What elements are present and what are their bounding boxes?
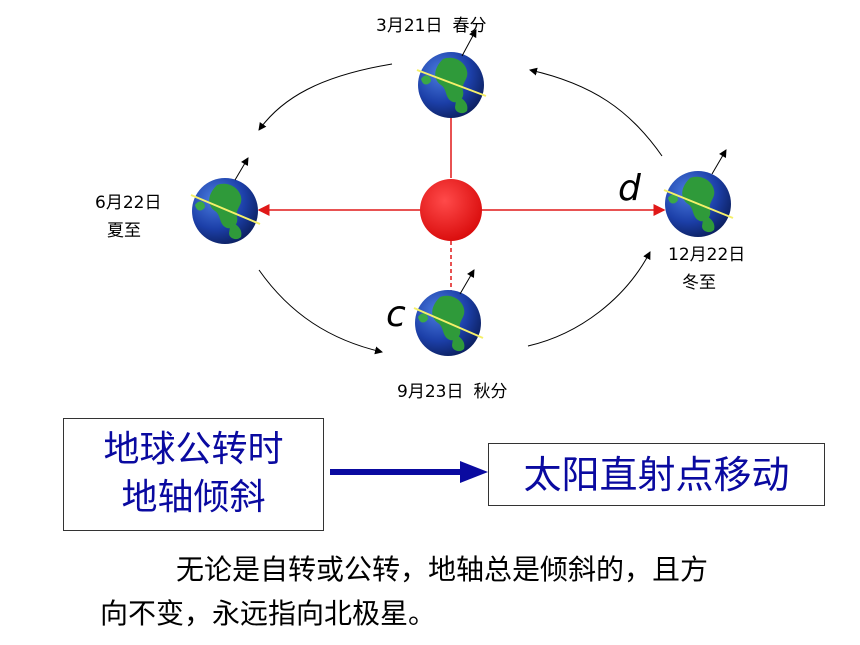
point-label-c: c [386, 294, 406, 335]
label-winter-term: 冬至 [682, 273, 716, 293]
earth-autumn [413, 269, 484, 356]
label-winter-date: 12月22日 [668, 245, 745, 265]
effect-box: 太阳直射点移动 [488, 443, 825, 506]
axis-arrow-icon [459, 269, 475, 295]
label-summer-term: 夏至 [107, 221, 141, 241]
label-spring: 3月21日春分 [376, 16, 486, 36]
orbit-arrow-top-left [258, 63, 393, 131]
earth-globe-icon [418, 52, 484, 118]
earth-summer [190, 157, 261, 244]
orbit-arrow-bottom-left [258, 269, 383, 355]
point-label-d: d [618, 168, 642, 209]
sun-icon [420, 179, 482, 241]
orbit-arrow-bottom-right [527, 251, 651, 347]
cause-line-1: 地球公转时 [103, 429, 284, 470]
description-text: 无论是自转或公转，地轴总是倾斜的，且方 向不变，永远指向北极星。 [100, 548, 820, 636]
orbit-arrow-top-right [529, 67, 663, 157]
arrow-right-icon [330, 461, 488, 483]
axis-arrow-icon [461, 29, 477, 57]
label-autumn: 9月23日秋分 [397, 382, 507, 402]
axis-arrow-icon [234, 157, 249, 181]
orbit-diagram: 3月21日春分 6月22日 夏至 12月22日 冬至 9月23日秋分 d c [95, 16, 745, 402]
earth-winter [663, 149, 734, 237]
label-summer-date: 6月22日 [95, 193, 161, 213]
description-line-2: 向不变，永远指向北极星。 [100, 597, 437, 630]
cause-line-2: 地轴倾斜 [121, 477, 266, 518]
cause-box: 地球公转时 地轴倾斜 [63, 418, 324, 531]
description-line-1: 无论是自转或公转，地轴总是倾斜的，且方 [176, 553, 709, 586]
earth-globe-icon [192, 178, 258, 244]
axis-arrow-icon [711, 149, 727, 175]
earth-spring [416, 29, 487, 118]
